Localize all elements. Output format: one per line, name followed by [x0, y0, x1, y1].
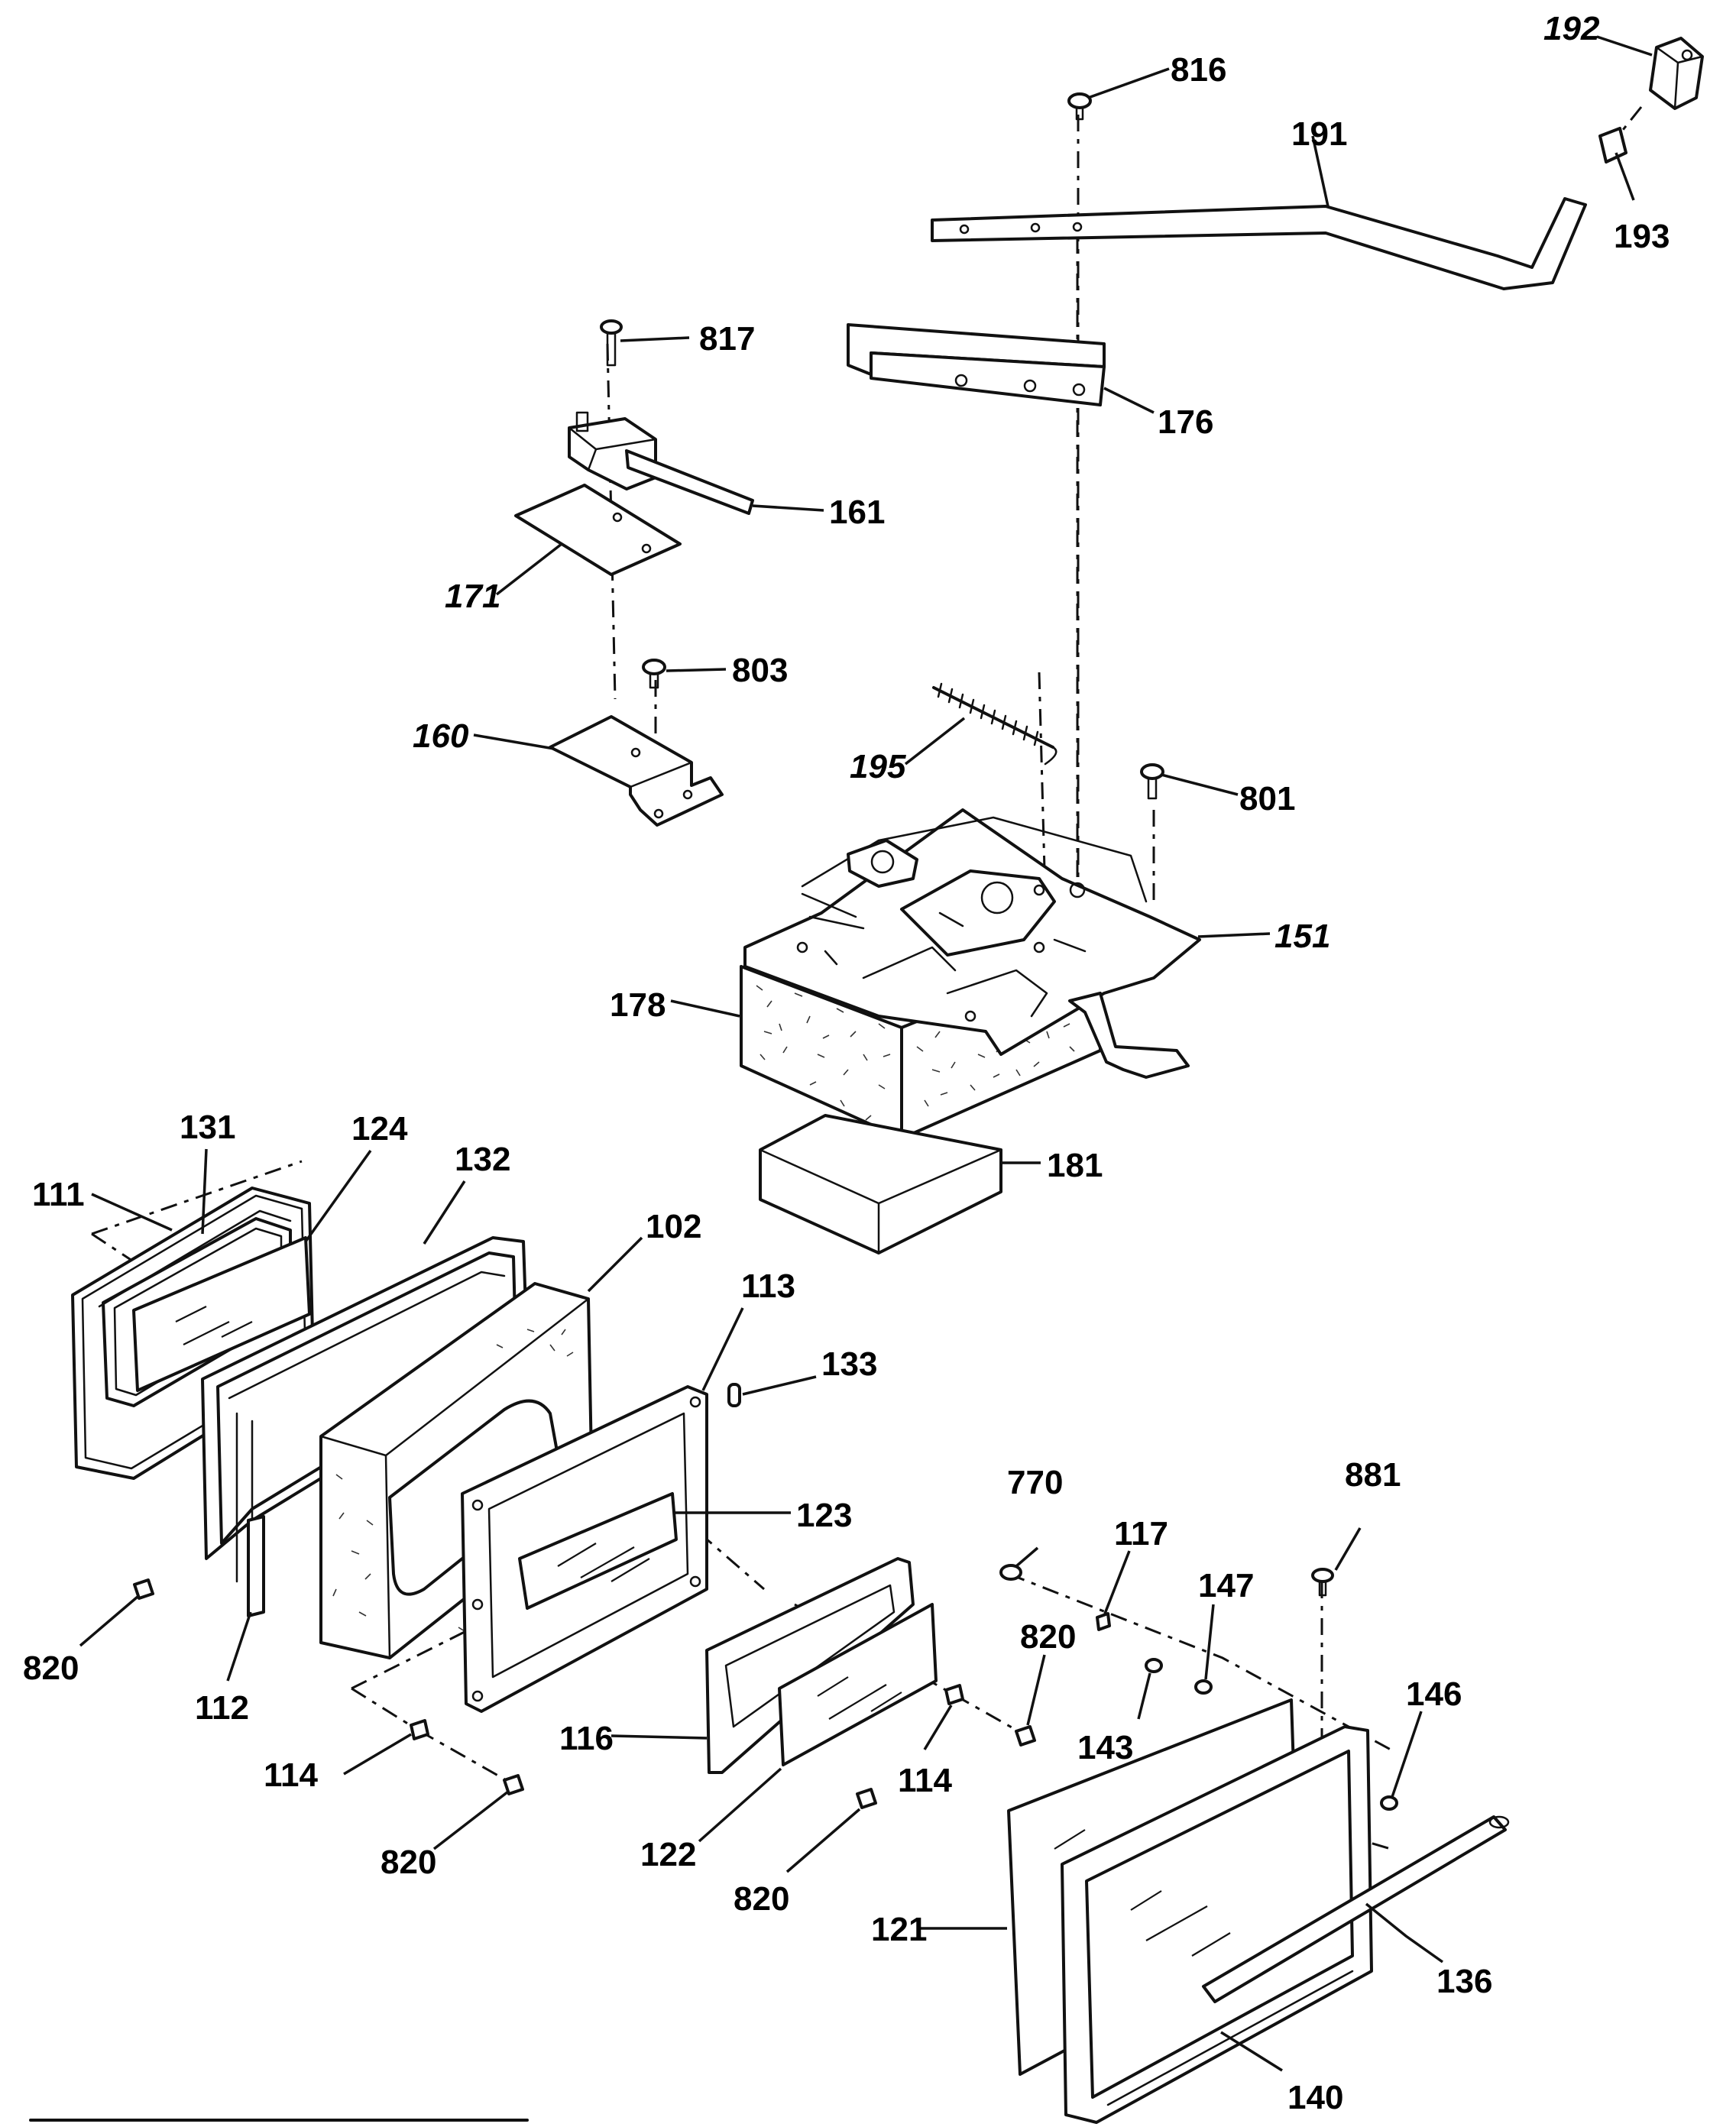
part-817-screw — [600, 319, 623, 367]
callout-143: 143 — [1077, 1729, 1133, 1766]
part-176-bracket — [847, 323, 1106, 406]
callout-191: 191 — [1291, 115, 1347, 153]
callout-labels: 192 816 191 193 817 176 161 171 803 160 … — [23, 10, 1670, 2116]
callout-140: 140 — [1287, 2079, 1343, 2116]
callout-176: 176 — [1158, 403, 1213, 441]
callout-132: 132 — [455, 1141, 510, 1178]
callout-817: 817 — [699, 320, 755, 358]
part-803-screw — [642, 659, 666, 689]
callout-171: 171 — [445, 578, 500, 615]
leader-lines — [79, 35, 1653, 2072]
part-143-washer — [1145, 1658, 1163, 1673]
callout-820-bc: 820 — [734, 1880, 789, 1918]
callout-102: 102 — [646, 1208, 701, 1245]
callout-178: 178 — [610, 986, 666, 1024]
part-117-clip — [1096, 1612, 1111, 1631]
callout-136: 136 — [1436, 1963, 1492, 2000]
callout-112: 112 — [195, 1689, 249, 1727]
callout-114-right: 114 — [898, 1762, 953, 1799]
callout-123: 123 — [796, 1497, 852, 1534]
callout-116: 116 — [559, 1720, 614, 1757]
callout-803: 803 — [732, 652, 788, 689]
part-181-insulation-pad — [759, 1114, 1002, 1255]
callout-133: 133 — [821, 1345, 877, 1383]
callout-160: 160 — [413, 717, 469, 755]
part-161-microswitch — [568, 411, 754, 515]
callout-117: 117 — [1114, 1515, 1168, 1552]
callout-816: 816 — [1171, 51, 1226, 89]
callout-121: 121 — [871, 1911, 927, 1948]
callout-111: 111 — [32, 1176, 85, 1213]
part-147-spacer — [1194, 1679, 1213, 1695]
part-140-front-frame — [1061, 1725, 1373, 2124]
part-123-window-glass — [518, 1492, 678, 1610]
callout-161: 161 — [829, 494, 885, 531]
callout-131: 131 — [180, 1109, 235, 1146]
part-816-screw — [1067, 92, 1092, 121]
callout-820-left: 820 — [23, 1649, 79, 1687]
part-820-screw-bl — [503, 1774, 524, 1795]
part-881-screw — [1311, 1568, 1334, 1597]
part-195-spring — [932, 682, 1057, 766]
part-136-door-handle — [1202, 1815, 1510, 2003]
callout-151: 151 — [1274, 918, 1330, 955]
part-193-clip — [1598, 127, 1628, 163]
part-801-screw — [1140, 763, 1164, 800]
callout-195: 195 — [850, 748, 906, 785]
part-114-clip-left — [410, 1719, 429, 1740]
part-124-inner-glass — [132, 1236, 311, 1392]
callout-147: 147 — [1198, 1567, 1254, 1604]
callout-801: 801 — [1239, 780, 1295, 817]
part-112-side-trim — [247, 1515, 265, 1617]
part-820-screw-bc — [856, 1788, 877, 1809]
callout-193: 193 — [1614, 218, 1670, 255]
callout-820-bl: 820 — [381, 1844, 436, 1881]
part-160-switch-bracket — [549, 715, 724, 827]
part-191-lock-handle — [931, 197, 1587, 290]
callout-881: 881 — [1345, 1456, 1401, 1494]
part-114-clip-right — [944, 1684, 964, 1705]
part-122-glass — [778, 1603, 938, 1766]
part-171-insulator — [514, 484, 682, 576]
callout-820-mid: 820 — [1020, 1618, 1076, 1656]
callout-146: 146 — [1406, 1675, 1462, 1713]
callout-122: 122 — [640, 1836, 696, 1873]
part-820-screw-left — [133, 1578, 154, 1600]
part-116-glass-retainer — [705, 1557, 915, 1774]
callout-124: 124 — [351, 1110, 408, 1148]
part-820-screw-mid — [1015, 1725, 1036, 1747]
callout-181: 181 — [1047, 1147, 1103, 1184]
part-133-pin — [727, 1383, 741, 1407]
part-146-spacer — [1380, 1795, 1398, 1811]
callout-192: 192 — [1543, 10, 1600, 47]
part-770-screw — [999, 1564, 1022, 1581]
part-192-handle-knob — [1649, 37, 1704, 110]
callout-770: 770 — [1007, 1464, 1063, 1501]
callout-113: 113 — [741, 1267, 795, 1305]
part-151-latch-assembly — [743, 808, 1201, 1079]
callout-114-left: 114 — [264, 1756, 319, 1794]
